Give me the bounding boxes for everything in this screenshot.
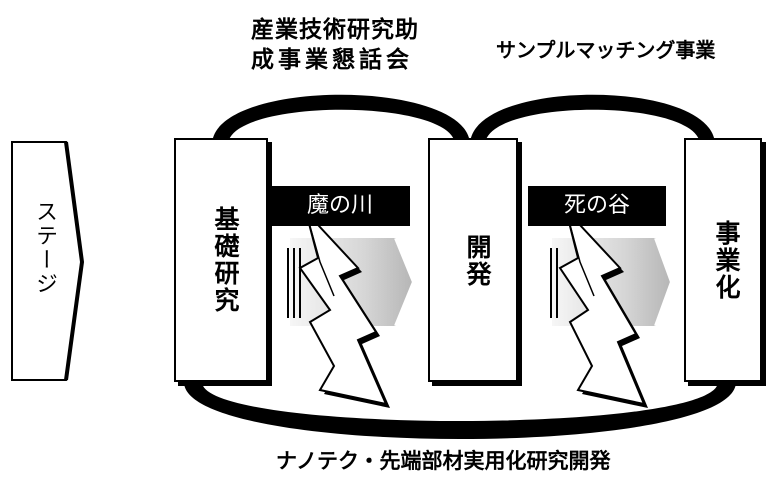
development-label: 開発 (463, 234, 492, 288)
development-box: 開発 (428, 138, 518, 382)
top-arch-left (212, 94, 470, 145)
lightning-bolt-1 (298, 211, 390, 408)
commercialization-box: 事業化 (684, 138, 762, 382)
top-arch-right (470, 94, 715, 145)
lightning-bolt-2 (558, 209, 648, 408)
basic-research-box: 基礎研究 (174, 138, 268, 382)
nanotech-program-label: ナノテク・先端部材実用化研究開発 (276, 449, 611, 473)
basic-research-label: 基礎研究 (211, 206, 240, 314)
kondankai-title-line-1: 産業技術研究助 (251, 17, 419, 43)
commercialization-label: 事業化 (712, 220, 741, 301)
stage-label: ステージ (32, 200, 57, 296)
kondankai-title-line-2: 成事業懇話会 (251, 47, 413, 73)
bottom-arch (184, 382, 736, 439)
sample-matching-label: サンプルマッチング事業 (496, 38, 716, 62)
demon-river-banner: 魔の川 (270, 186, 410, 226)
death-valley-banner: 死の谷 (528, 186, 666, 226)
